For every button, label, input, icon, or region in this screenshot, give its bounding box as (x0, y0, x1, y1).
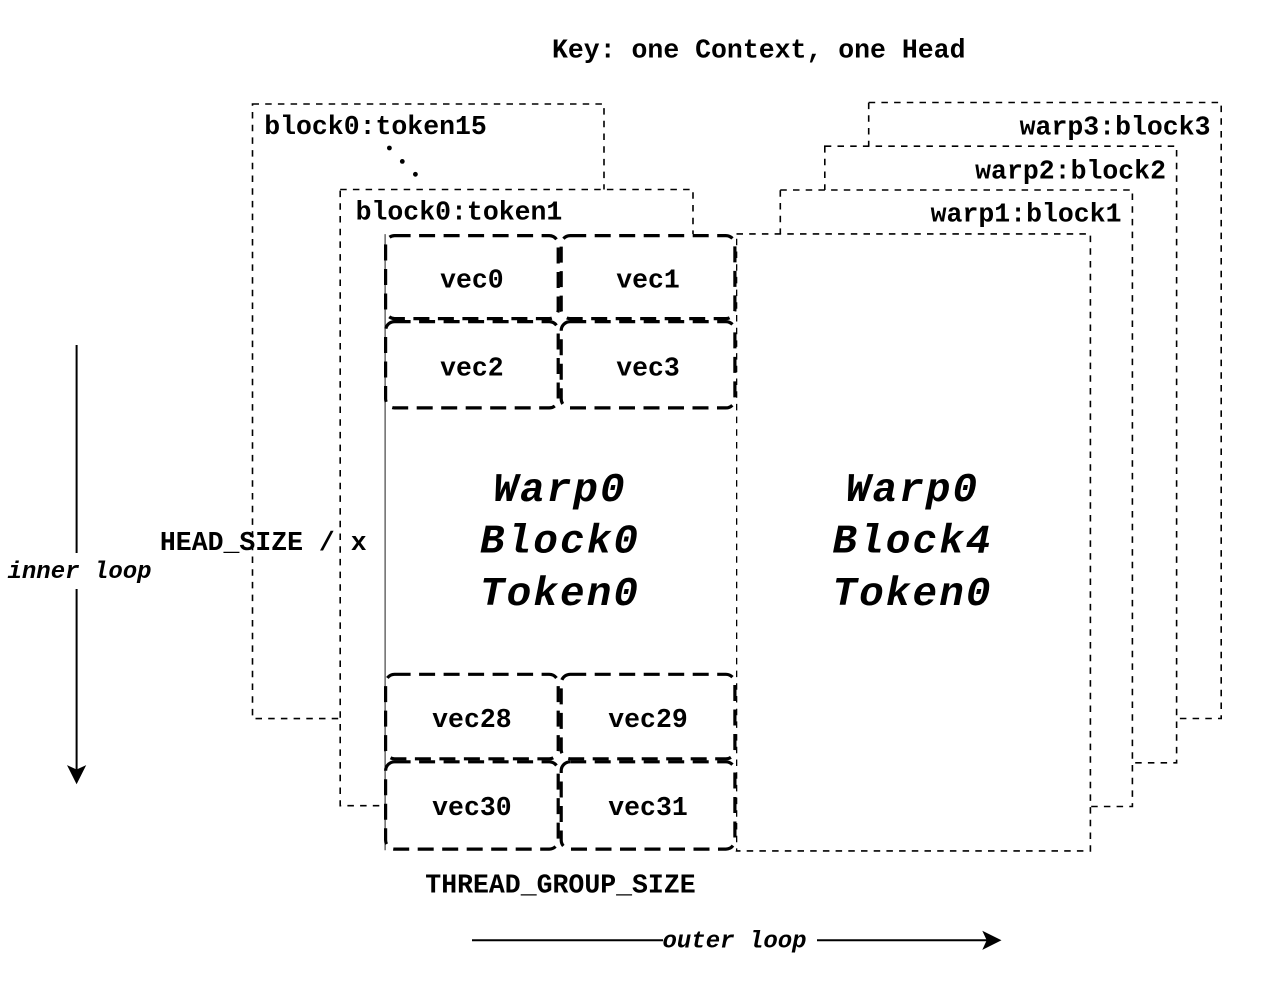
box-warp0-block4 (735, 233, 1092, 852)
label-vec3: vec3 (616, 353, 680, 383)
label-block0-token15: block0:token15 (264, 112, 487, 142)
right-line-block4: Block4 (832, 519, 992, 565)
inner-loop-arrow (67, 345, 87, 785)
right-line-token0: Token0 (832, 572, 992, 618)
label-thread-group-size: THREAD_GROUP_SIZE (425, 871, 695, 901)
outer-loop-arrowhead-icon (982, 930, 1002, 950)
label-vec30: vec30 (432, 793, 512, 823)
cell-vec2 (384, 320, 560, 410)
ellipsis-dots-icon (387, 145, 418, 177)
center-line-block0: Block0 (480, 519, 640, 565)
cell-vec31 (559, 760, 737, 851)
cell-vec3 (559, 320, 737, 410)
label-head-size: HEAD_SIZE / x (160, 528, 367, 558)
ellipsis-dot-2 (399, 159, 405, 164)
cell-vec29 (559, 672, 737, 761)
ellipsis-dot-1 (387, 145, 392, 151)
label-vec0: vec0 (440, 266, 504, 296)
inner-loop-arrowhead-icon (67, 765, 87, 785)
cell-vec28 (384, 672, 560, 761)
center-line-warp0: Warp0 (493, 468, 627, 514)
label-warp3-block3: warp3:block3 (1020, 113, 1211, 143)
cell-vec30 (384, 760, 560, 851)
label-vec1: vec1 (616, 266, 680, 296)
label-vec28: vec28 (432, 705, 512, 735)
outer-loop-arrow (472, 930, 1002, 950)
label-vec2: vec2 (440, 353, 504, 383)
label-vec31: vec31 (608, 793, 688, 823)
center-line-token0: Token0 (480, 572, 640, 618)
label-warp2-block2: warp2:block2 (975, 156, 1166, 186)
label-warp1-block1: warp1:block1 (931, 200, 1122, 230)
label-vec29: vec29 (608, 705, 688, 735)
right-block-title: Warp0 Block4 Token0 (832, 468, 992, 618)
label-inner-loop: inner loop (8, 559, 152, 586)
right-line-warp0: Warp0 (846, 468, 980, 514)
diagram-title: Key: one Context, one Head (552, 35, 965, 65)
ellipsis-dot-3 (413, 171, 418, 177)
center-block-title: Warp0 Block0 Token0 (480, 468, 640, 618)
label-outer-loop: outer loop (663, 929, 807, 956)
cell-vec0 (384, 234, 560, 321)
label-block0-token1: block0:token1 (356, 197, 563, 227)
cell-vec1 (559, 234, 737, 321)
